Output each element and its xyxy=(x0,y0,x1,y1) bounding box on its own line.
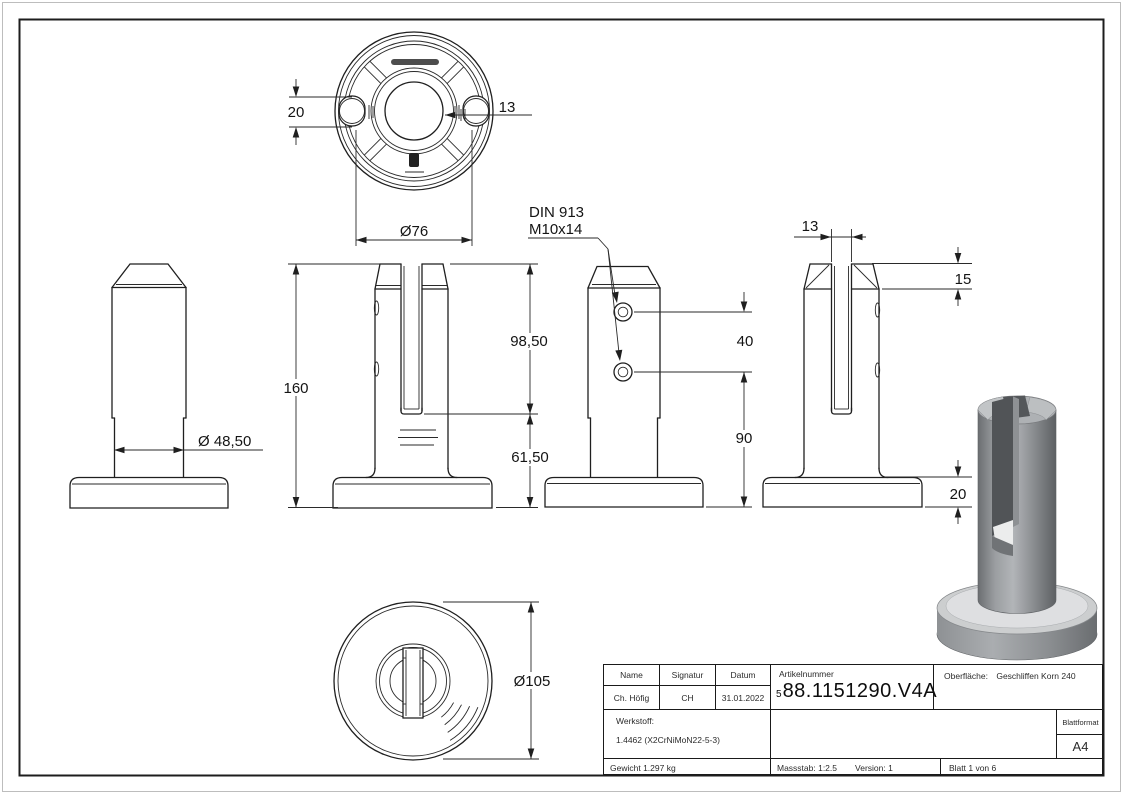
artikelnummer-cell: Artikelnummer 588.1151290.V4A xyxy=(771,665,937,710)
dim-total-height: 160 xyxy=(278,263,381,508)
dim-below-slot: 61,50 xyxy=(496,414,555,508)
screw-view xyxy=(544,265,704,508)
dim-top-slot-length: 20 xyxy=(288,79,352,145)
right-view xyxy=(762,263,923,508)
dim-text-d76: Ø76 xyxy=(400,223,428,240)
surface-marks xyxy=(398,429,438,446)
signatur-header: Signatur xyxy=(660,665,716,686)
callout-din913: DIN 913 xyxy=(529,204,584,221)
artikelnummer-number: 88.1151290.V4A xyxy=(782,680,938,702)
version-value: Version: 1 xyxy=(855,762,893,773)
massstab-cell: Massstab: 1:2.5 Version: 1 xyxy=(771,759,941,776)
artikelnummer-prefix: 5 xyxy=(776,689,782,700)
blattformat-value: A4 xyxy=(1056,735,1104,759)
name-value: Ch. Höfig xyxy=(604,686,660,710)
dim-text-9850: 98,50 xyxy=(510,333,548,350)
bottom-slot xyxy=(403,648,423,718)
left-slot-capsule xyxy=(338,95,366,127)
dim-text-d105: Ø105 xyxy=(514,673,551,690)
cross-braces xyxy=(363,60,465,162)
screw-callout: DIN 913 M10x14 xyxy=(528,204,623,361)
front-view xyxy=(332,263,493,509)
dim-shaft-diameter: Ø 48,50 xyxy=(114,433,263,454)
dim-base-diameter: Ø105 xyxy=(443,601,557,760)
right-slot-capsule xyxy=(462,95,490,127)
dim-text-6150: 61,50 xyxy=(511,449,549,466)
dim-screw-height: 90 xyxy=(706,372,757,508)
lower-set-screw xyxy=(613,362,633,382)
blattformat-label: Blattformat xyxy=(1056,710,1104,735)
bottom-view xyxy=(333,601,493,761)
werkstoff-cell: Werkstoff: 1.4462 (X2CrNiMoN22-5-3) xyxy=(604,710,771,759)
dim-head-height: 15 xyxy=(872,247,972,306)
dim-screw-spacing: 40 xyxy=(634,292,754,373)
dim-top-diameter: Ø76 xyxy=(355,130,473,246)
oberflaeche-value: Geschliffen Korn 240 xyxy=(996,671,1076,681)
logo-glyph xyxy=(409,153,419,167)
dim-text-15: 15 xyxy=(955,271,972,288)
datum-header: Datum xyxy=(716,665,771,686)
gewicht-cell: Gewicht 1.297 kg xyxy=(604,759,771,776)
top-view xyxy=(334,31,494,191)
signatur-value: CH xyxy=(660,686,716,710)
dim-text-90: 90 xyxy=(736,430,753,447)
dim-base-height: 20 xyxy=(884,460,972,524)
werkstoff-value: 1.4462 (X2CrNiMoN22-5-3) xyxy=(616,735,720,745)
artikelnummer-value: 588.1151290.V4A xyxy=(771,679,937,703)
werkstoff-label: Werkstoff: xyxy=(616,716,654,726)
left-view xyxy=(69,263,229,509)
title-block: Name Signatur Datum Ch. Höfig CH 31.01.2… xyxy=(603,664,1104,776)
frame-border xyxy=(18,18,1105,777)
dim-text-160: 160 xyxy=(283,380,308,397)
dim-right-slot-width: 13 xyxy=(794,218,866,262)
dim-text-d48: Ø 48,50 xyxy=(198,433,251,450)
dim-text-13-right: 13 xyxy=(802,218,819,235)
artikelnummer-label: Artikelnummer xyxy=(779,669,834,679)
oberflaeche-label: Oberfläche: xyxy=(944,671,988,681)
callout-m10x14: M10x14 xyxy=(529,221,582,238)
name-header: Name xyxy=(604,665,660,686)
massstab-value: Massstab: 1:2.5 xyxy=(777,762,838,773)
datum-value: 31.01.2022 xyxy=(716,686,771,710)
dim-text-20-base: 20 xyxy=(950,486,967,503)
dim-slot-depth: 98,50 xyxy=(424,263,554,415)
blatt-cell: Blatt 1 von 6 xyxy=(949,762,997,773)
upper-set-screw xyxy=(613,302,633,322)
dim-text-40: 40 xyxy=(737,333,754,350)
dim-text-20-top: 20 xyxy=(288,104,305,121)
empty-cell xyxy=(771,710,1056,759)
dim-text-13-top: 13 xyxy=(499,99,516,116)
brand-engraving xyxy=(391,59,439,65)
dim-top-slot-width: 13 xyxy=(445,99,532,121)
isometric-view xyxy=(936,395,1098,661)
oberflaeche-cell: Oberfläche: Geschliffen Korn 240 xyxy=(934,665,1104,710)
grind-marks xyxy=(441,702,479,741)
